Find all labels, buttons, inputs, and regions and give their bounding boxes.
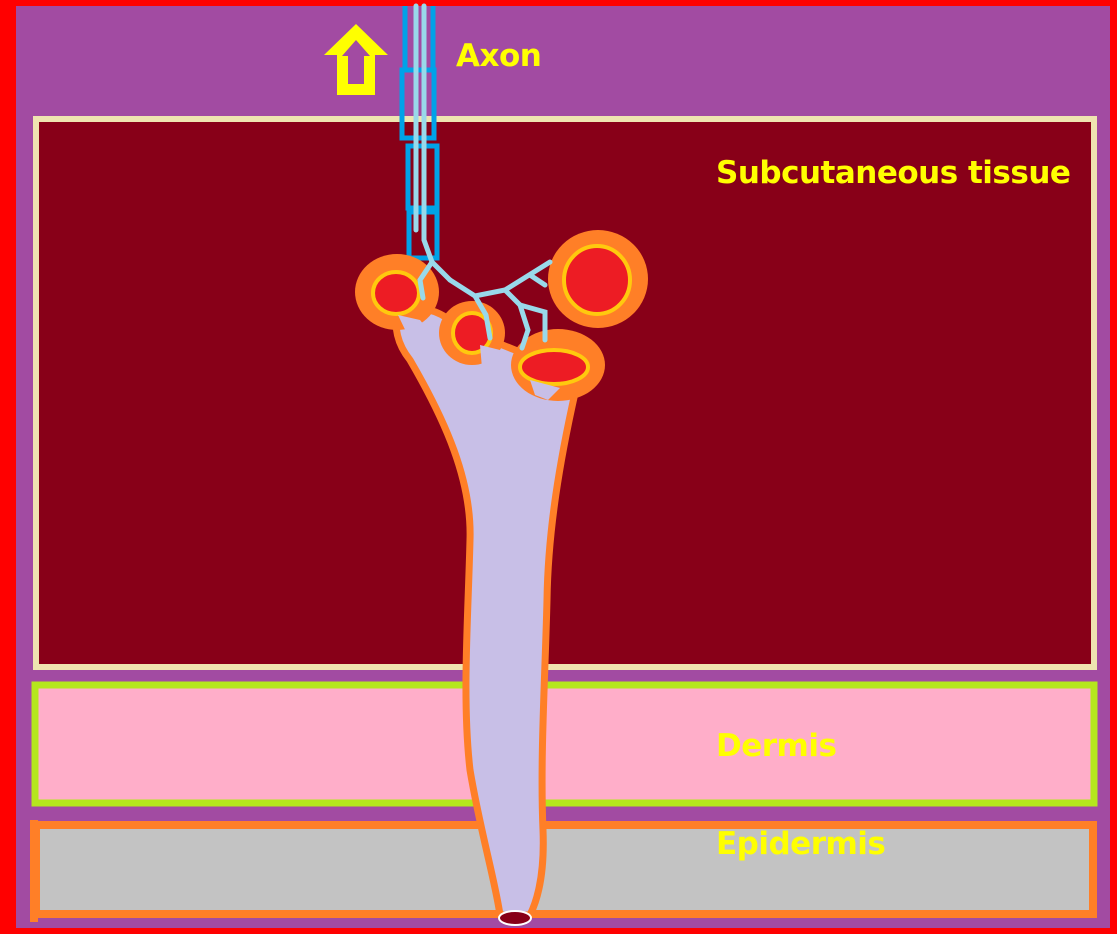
sweat-pore [499, 911, 531, 925]
dermis-label: Dermis [716, 728, 836, 764]
dermis-layer [35, 685, 1094, 803]
epidermis-layer [36, 825, 1093, 914]
axon-label: Axon [456, 38, 541, 74]
subcutaneous-tissue-label: Subcutaneous tissue [716, 155, 1070, 191]
epidermis-left-edge [30, 820, 38, 922]
epidermis-label: Epidermis [716, 826, 885, 862]
